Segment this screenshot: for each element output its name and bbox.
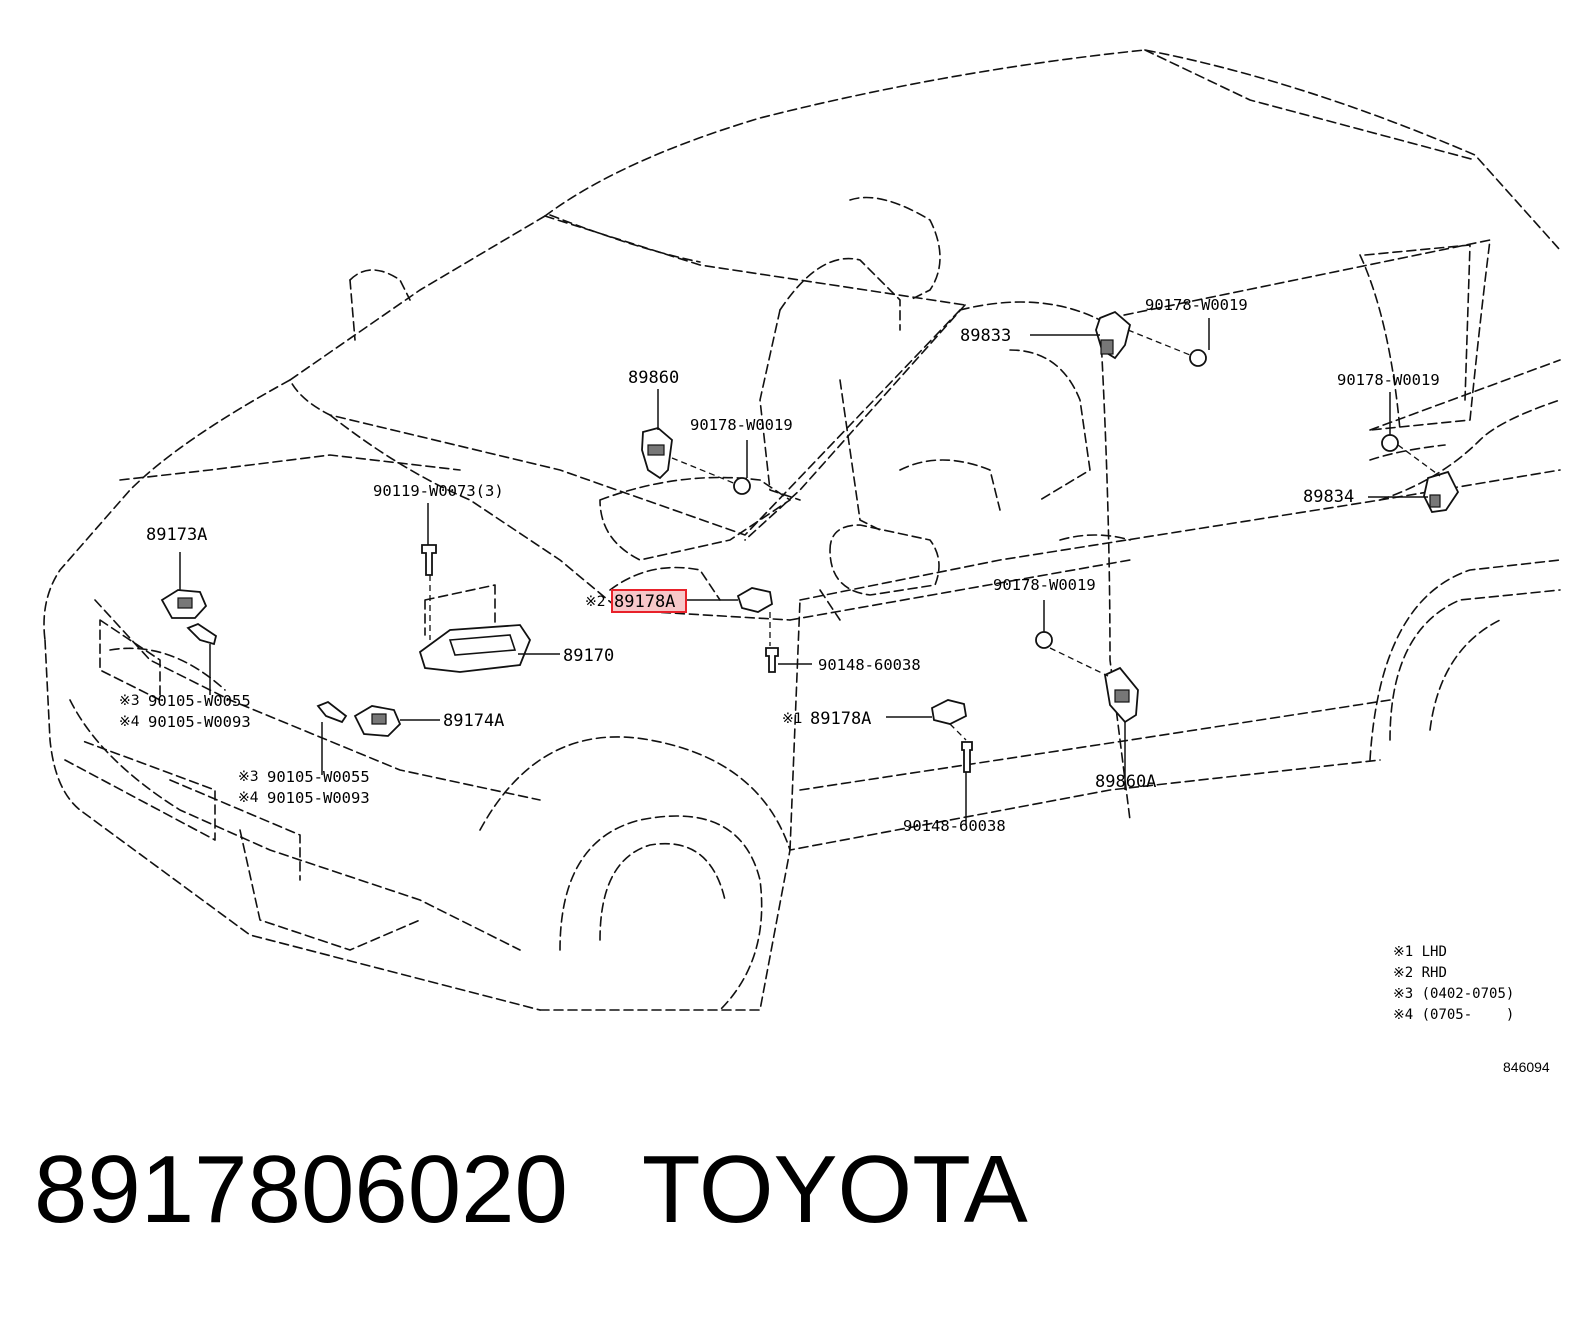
bolt-icon	[186, 544, 973, 773]
parts-diagram: 89860 90178-W0019 89833 90178-W0019 9017…	[43, 49, 1561, 1075]
label-89178A-lhd: 89178A	[810, 709, 871, 729]
caption: 8917806020 TOYOTA	[34, 1142, 1028, 1252]
label-89173A: 89173A	[146, 525, 207, 545]
mark-2: ※2	[585, 594, 606, 610]
airbag-control-unit-89170	[418, 584, 532, 673]
part-labels: 89860 90178-W0019 89833 90178-W0019 9017…	[119, 296, 1440, 835]
label-89170: 89170	[563, 646, 614, 666]
footnotes: ※1 LHD ※2 RHD ※3 (0402-0705) ※4 (0705- )	[1393, 944, 1514, 1023]
mark-4-b: ※4	[238, 790, 259, 806]
nut-icon	[733, 349, 1399, 649]
label-89860: 89860	[628, 368, 679, 388]
sensor-89178A-rhd	[736, 587, 773, 613]
sensor-89834	[1423, 470, 1460, 513]
label-90148-60038-b: 90148-60038	[903, 817, 1006, 835]
footnote-4: ※4 (0705- )	[1393, 1007, 1514, 1023]
highlight-box	[611, 589, 687, 613]
label-90119-w0073: 90119-W0073(3)	[373, 482, 504, 500]
document-number: 846094	[1503, 1059, 1550, 1075]
label-90178-w0019-a: 90178-W0019	[690, 416, 793, 434]
part-number: 8917806020	[34, 1136, 568, 1243]
label-89178A-highlighted[interactable]: 89178A	[614, 592, 675, 612]
sensor-89860	[641, 427, 673, 480]
label-90178-w0019-c: 90178-W0019	[1337, 371, 1440, 389]
sensor-89174A	[353, 705, 402, 737]
label-89833: 89833	[960, 326, 1011, 346]
brand-name: TOYOTA	[641, 1136, 1028, 1243]
label-90105-w0093-b: 90105-W0093	[267, 789, 370, 807]
sensor-89860A	[1103, 666, 1139, 724]
label-89834: 89834	[1303, 487, 1354, 507]
car-body-outline	[43, 49, 1561, 1011]
sensor-89833	[1095, 310, 1132, 360]
footnote-3: ※3 (0402-0705)	[1393, 986, 1514, 1002]
mark-3-b: ※3	[238, 769, 259, 785]
label-89860A: 89860A	[1095, 772, 1156, 792]
label-90178-w0019-d: 90178-W0019	[993, 576, 1096, 594]
mark-3-a: ※3	[119, 693, 140, 709]
mark-4-a: ※4	[119, 714, 140, 730]
sensor-89173A	[160, 589, 208, 619]
label-89174A: 89174A	[443, 711, 504, 731]
footnote-2: ※2 RHD	[1393, 965, 1447, 981]
sensor-89178A-lhd	[931, 699, 967, 725]
mark-1: ※1	[782, 711, 803, 727]
label-90178-w0019-b: 90178-W0019	[1145, 296, 1248, 314]
footnote-1: ※1 LHD	[1393, 944, 1447, 960]
label-90105-w0055-a: 90105-W0055	[148, 692, 251, 710]
label-90105-w0093-a: 90105-W0093	[148, 713, 251, 731]
label-90105-w0055-b: 90105-W0055	[267, 768, 370, 786]
label-90148-60038-a: 90148-60038	[818, 656, 921, 674]
leader-lines	[179, 318, 1441, 825]
